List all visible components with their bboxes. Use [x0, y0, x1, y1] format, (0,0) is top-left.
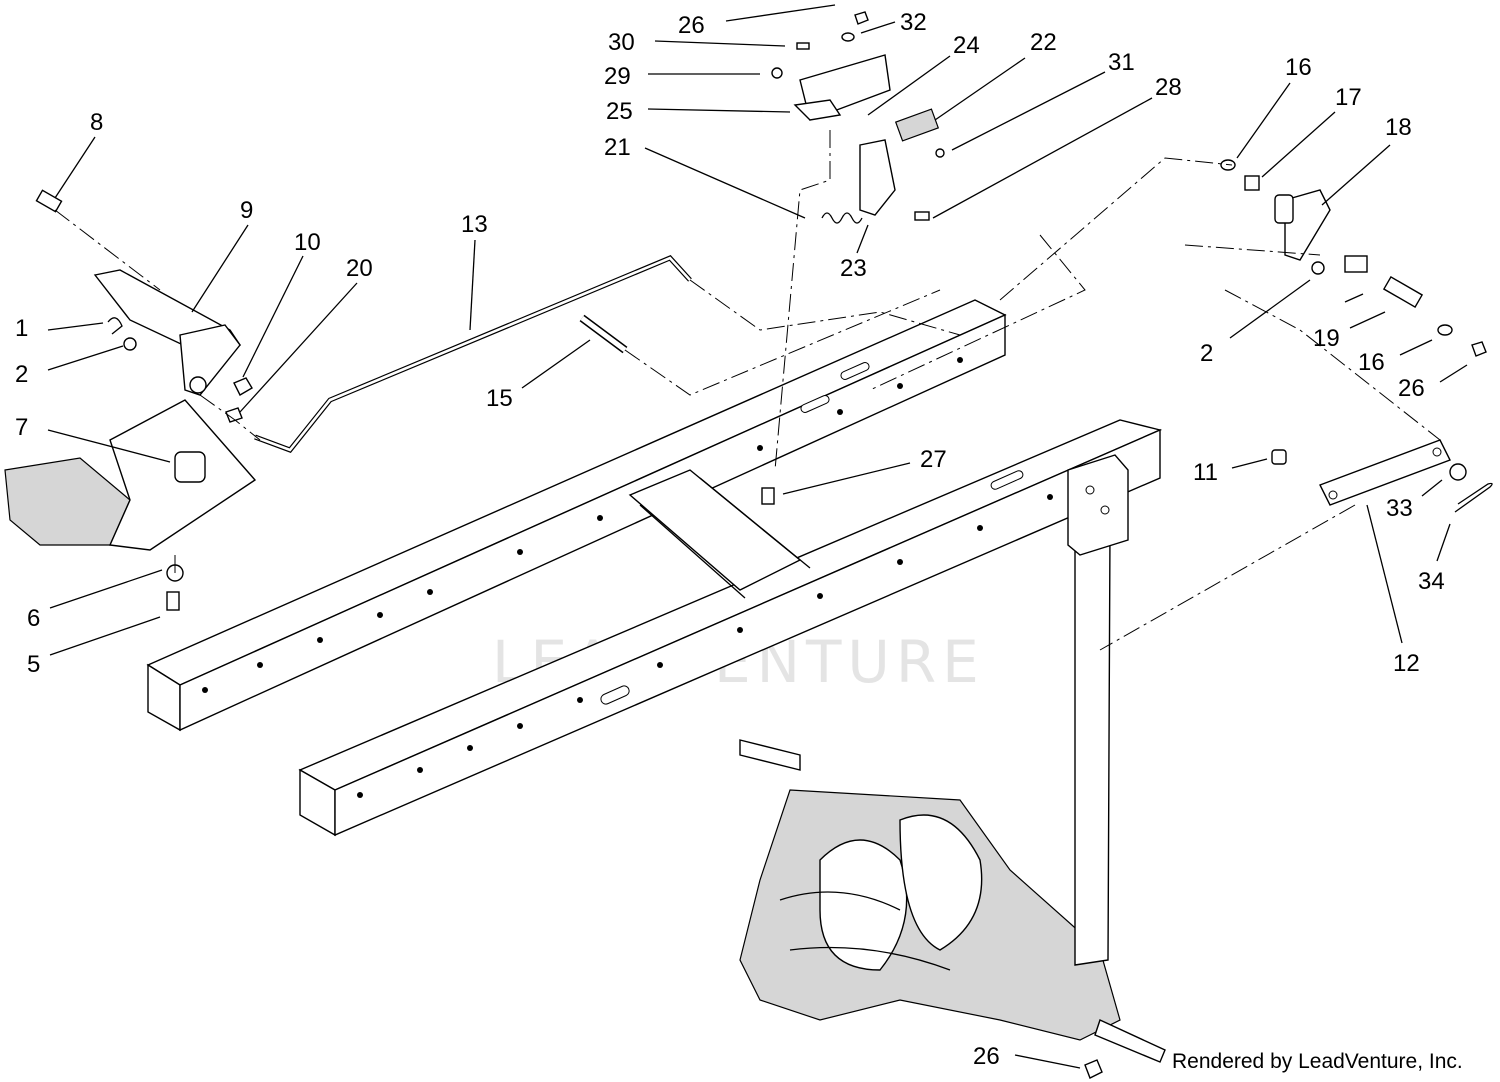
- callout-13: 13: [461, 211, 488, 238]
- shaft-right: [1094, 1019, 1166, 1063]
- clip-part-right: [1344, 293, 1364, 303]
- bolt-part-5: [166, 591, 180, 611]
- spacer-part-19: [1382, 275, 1424, 309]
- washer-part-33: [1449, 463, 1467, 481]
- hairpin-part-1: [107, 317, 123, 335]
- pedal-arm-part-9: [93, 269, 241, 396]
- nut-part-10: [233, 377, 253, 396]
- nut-part-20: [225, 407, 243, 423]
- callout-9: 9: [240, 197, 253, 224]
- lever-part-24: [859, 139, 896, 216]
- bushing-part-right: [1344, 255, 1368, 273]
- transaxle-assembly: [739, 789, 1121, 1041]
- nut-part-26-right: [1471, 341, 1487, 357]
- callout-26-right: 26: [1398, 375, 1425, 402]
- callout-21: 21: [604, 134, 631, 161]
- callout-28: 28: [1155, 74, 1182, 101]
- pedal-pad-part-7: [4, 399, 257, 551]
- callout-5: 5: [27, 651, 40, 678]
- hairpin-part-34: [1454, 482, 1493, 513]
- bolt-part-8: [35, 189, 63, 213]
- render-credit: Rendered by LeadVenture, Inc.: [1172, 1050, 1463, 1073]
- washer-part-2-right: [1311, 261, 1325, 275]
- callout-31: 31: [1108, 49, 1135, 76]
- callout-8: 8: [90, 109, 103, 136]
- callout-12: 12: [1393, 650, 1420, 677]
- pin-part-15: [579, 314, 628, 354]
- frame-cross-member: [628, 469, 811, 599]
- callout-24: 24: [953, 32, 980, 59]
- washer-part-32: [841, 32, 855, 42]
- callout-2-left: 2: [15, 361, 28, 388]
- callout-29: 29: [604, 63, 631, 90]
- callout-10: 10: [294, 229, 321, 256]
- switch-part-22: [894, 108, 940, 142]
- bracket-vertical: [1067, 454, 1129, 556]
- spring-part-23: [821, 212, 863, 224]
- callout-33: 33: [1386, 495, 1413, 522]
- callout-26-top: 26: [678, 12, 705, 39]
- callout-34: 34: [1418, 568, 1445, 595]
- callout-18: 18: [1385, 114, 1412, 141]
- callout-15: 15: [486, 385, 513, 412]
- callout-7: 7: [15, 414, 28, 441]
- assembly-guide-lines: [54, 130, 1441, 651]
- screw-part-30: [796, 42, 810, 50]
- callout-16-bottom: 16: [1358, 349, 1385, 376]
- bushing-part-17: [1244, 175, 1260, 191]
- callout-19: 19: [1313, 325, 1340, 352]
- callout-30: 30: [608, 29, 635, 56]
- bracket-part-25: [793, 54, 891, 121]
- nut-part-26-top: [854, 11, 869, 25]
- callout-32: 32: [900, 9, 927, 36]
- callout-26-bottom: 26: [973, 1043, 1000, 1070]
- callout-23: 23: [840, 255, 867, 282]
- callout-labels: 8 9 1 2 10 20 7 6 5 13 15 27 26 32 30 29…: [15, 9, 1445, 1070]
- callout-16-top: 16: [1285, 54, 1312, 81]
- callout-27: 27: [920, 446, 947, 473]
- frame-rail-lower: [298, 419, 1163, 837]
- arm-part-18: [1274, 189, 1331, 261]
- shaft-left: [739, 739, 801, 771]
- callout-25: 25: [606, 98, 633, 125]
- washer-part-16-bottom: [1437, 324, 1453, 336]
- nut-part-26-bottom: [1084, 1059, 1103, 1079]
- callout-2-right: 2: [1200, 340, 1213, 367]
- callout-1: 1: [15, 315, 28, 342]
- control-rod-vertical: [1074, 529, 1111, 966]
- callout-17: 17: [1335, 84, 1362, 111]
- bolt-part-28: [914, 211, 930, 221]
- nut-part-29: [771, 67, 783, 79]
- bolt-part-27: [761, 487, 775, 505]
- callout-11: 11: [1193, 459, 1218, 486]
- washer-part-2-left: [123, 337, 137, 351]
- callout-22: 22: [1030, 29, 1057, 56]
- link-part-12: [1319, 439, 1451, 506]
- bolt-part-11: [1271, 449, 1287, 465]
- callout-leader-lines: [47, 4, 1468, 1069]
- callout-6: 6: [27, 605, 40, 632]
- nut-part-31: [935, 148, 945, 158]
- callout-20: 20: [346, 255, 373, 282]
